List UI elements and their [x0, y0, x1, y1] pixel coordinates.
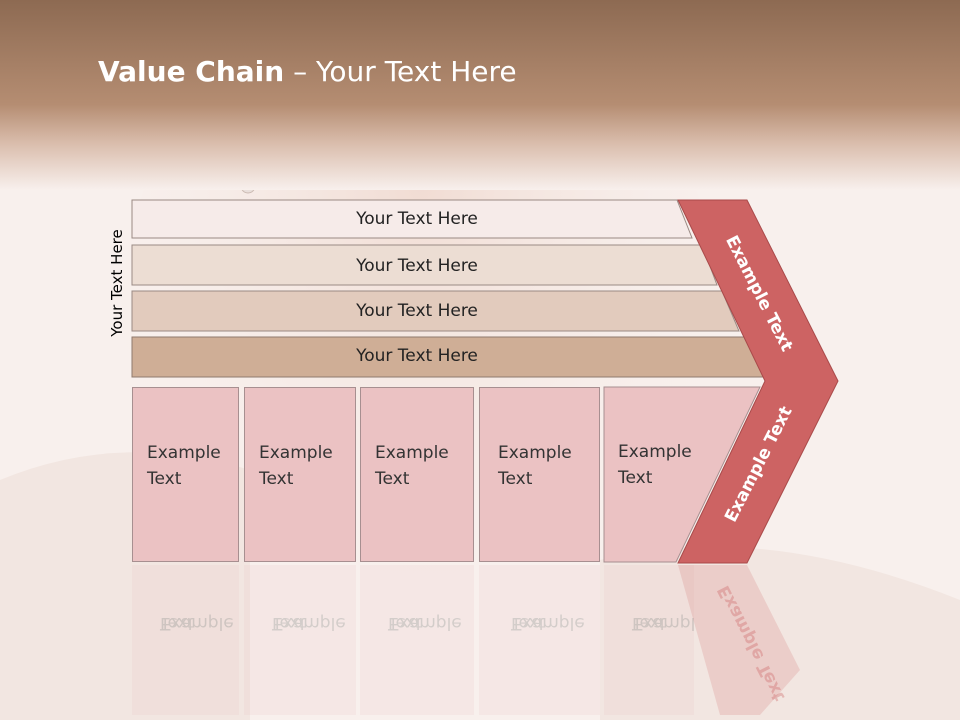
column-5-line2: Text	[618, 468, 653, 488]
reflection-3-line2: Text	[388, 613, 423, 633]
band-4-label: Your Text Here	[356, 346, 478, 366]
title-rest: – Your Text Here	[284, 55, 517, 88]
column-2-line1: Example	[259, 443, 333, 463]
column-2-line2: Text	[259, 469, 294, 489]
column-1-line1: Example	[147, 443, 221, 463]
side-label: Your Text Here	[108, 229, 126, 337]
column-3-line1: Example	[375, 443, 449, 463]
band-3-label: Your Text Here	[356, 301, 478, 321]
reflection-1-line2: Text	[160, 613, 195, 633]
reflection-2-line2: Text	[272, 613, 307, 633]
reflection-5-line2: Text	[632, 613, 667, 633]
band-1-label: Your Text Here	[356, 209, 478, 229]
column-4-line2: Text	[498, 469, 533, 489]
title-bold: Value Chain	[98, 55, 285, 88]
page-title: Value Chain – Your Text Here	[98, 55, 517, 88]
reflection-4-line2: Text	[511, 613, 546, 633]
column-3-line2: Text	[375, 469, 410, 489]
column-5-line1: Example	[618, 442, 692, 462]
column-4-line1: Example	[498, 443, 572, 463]
column-1-line2: Text	[147, 469, 182, 489]
band-2-label: Your Text Here	[356, 256, 478, 276]
